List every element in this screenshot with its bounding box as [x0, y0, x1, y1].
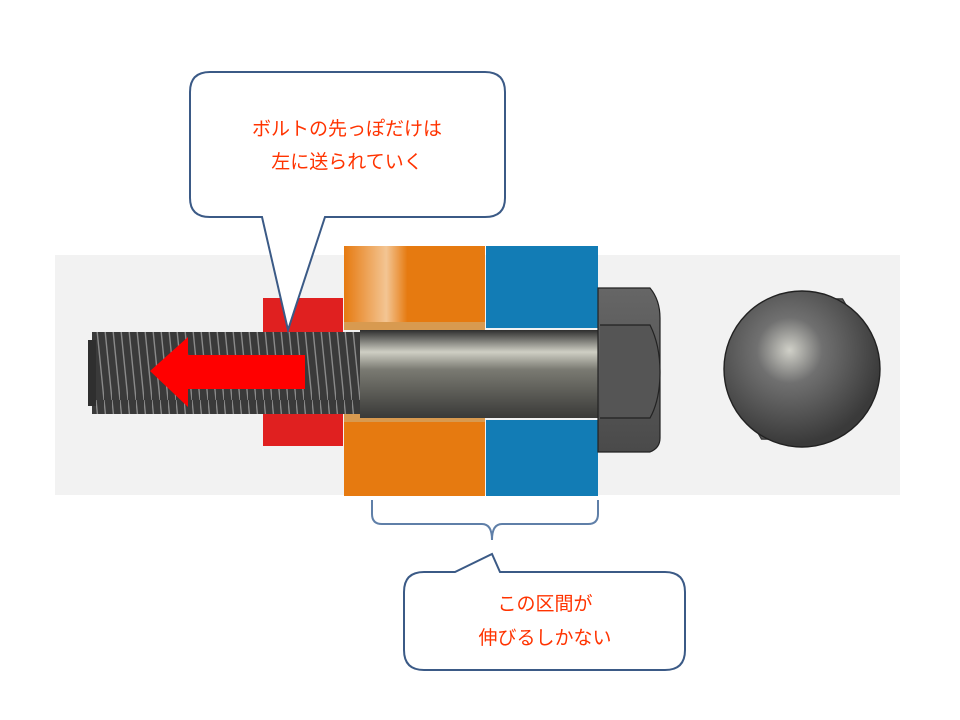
callout-top-line1: ボルトの先っぽだけは	[252, 118, 442, 140]
span-bracket	[371, 500, 599, 541]
callout-top: ボルトの先っぽだけは 左に送られていく	[189, 71, 506, 334]
orange-plate-bottom	[344, 420, 485, 496]
blue-plate-top	[486, 246, 598, 328]
left-arrow-icon	[150, 337, 305, 407]
bolt-thread-tip	[88, 340, 96, 406]
orange-plate-top	[344, 246, 485, 328]
callout-bottom-line1: この区間が	[497, 593, 592, 615]
callout-top-line2: 左に送られていく	[271, 151, 422, 173]
callout-bottom-line2: 伸びるしかない	[478, 627, 611, 649]
bolt-head-side-view	[597, 287, 661, 453]
bolt-shank	[360, 330, 598, 418]
orange-plate-bore-top	[344, 322, 485, 330]
hex-bolt-end-view	[723, 290, 881, 448]
blue-plate-bottom	[486, 420, 598, 496]
callout-bottom: この区間が 伸びるしかない	[403, 552, 686, 671]
